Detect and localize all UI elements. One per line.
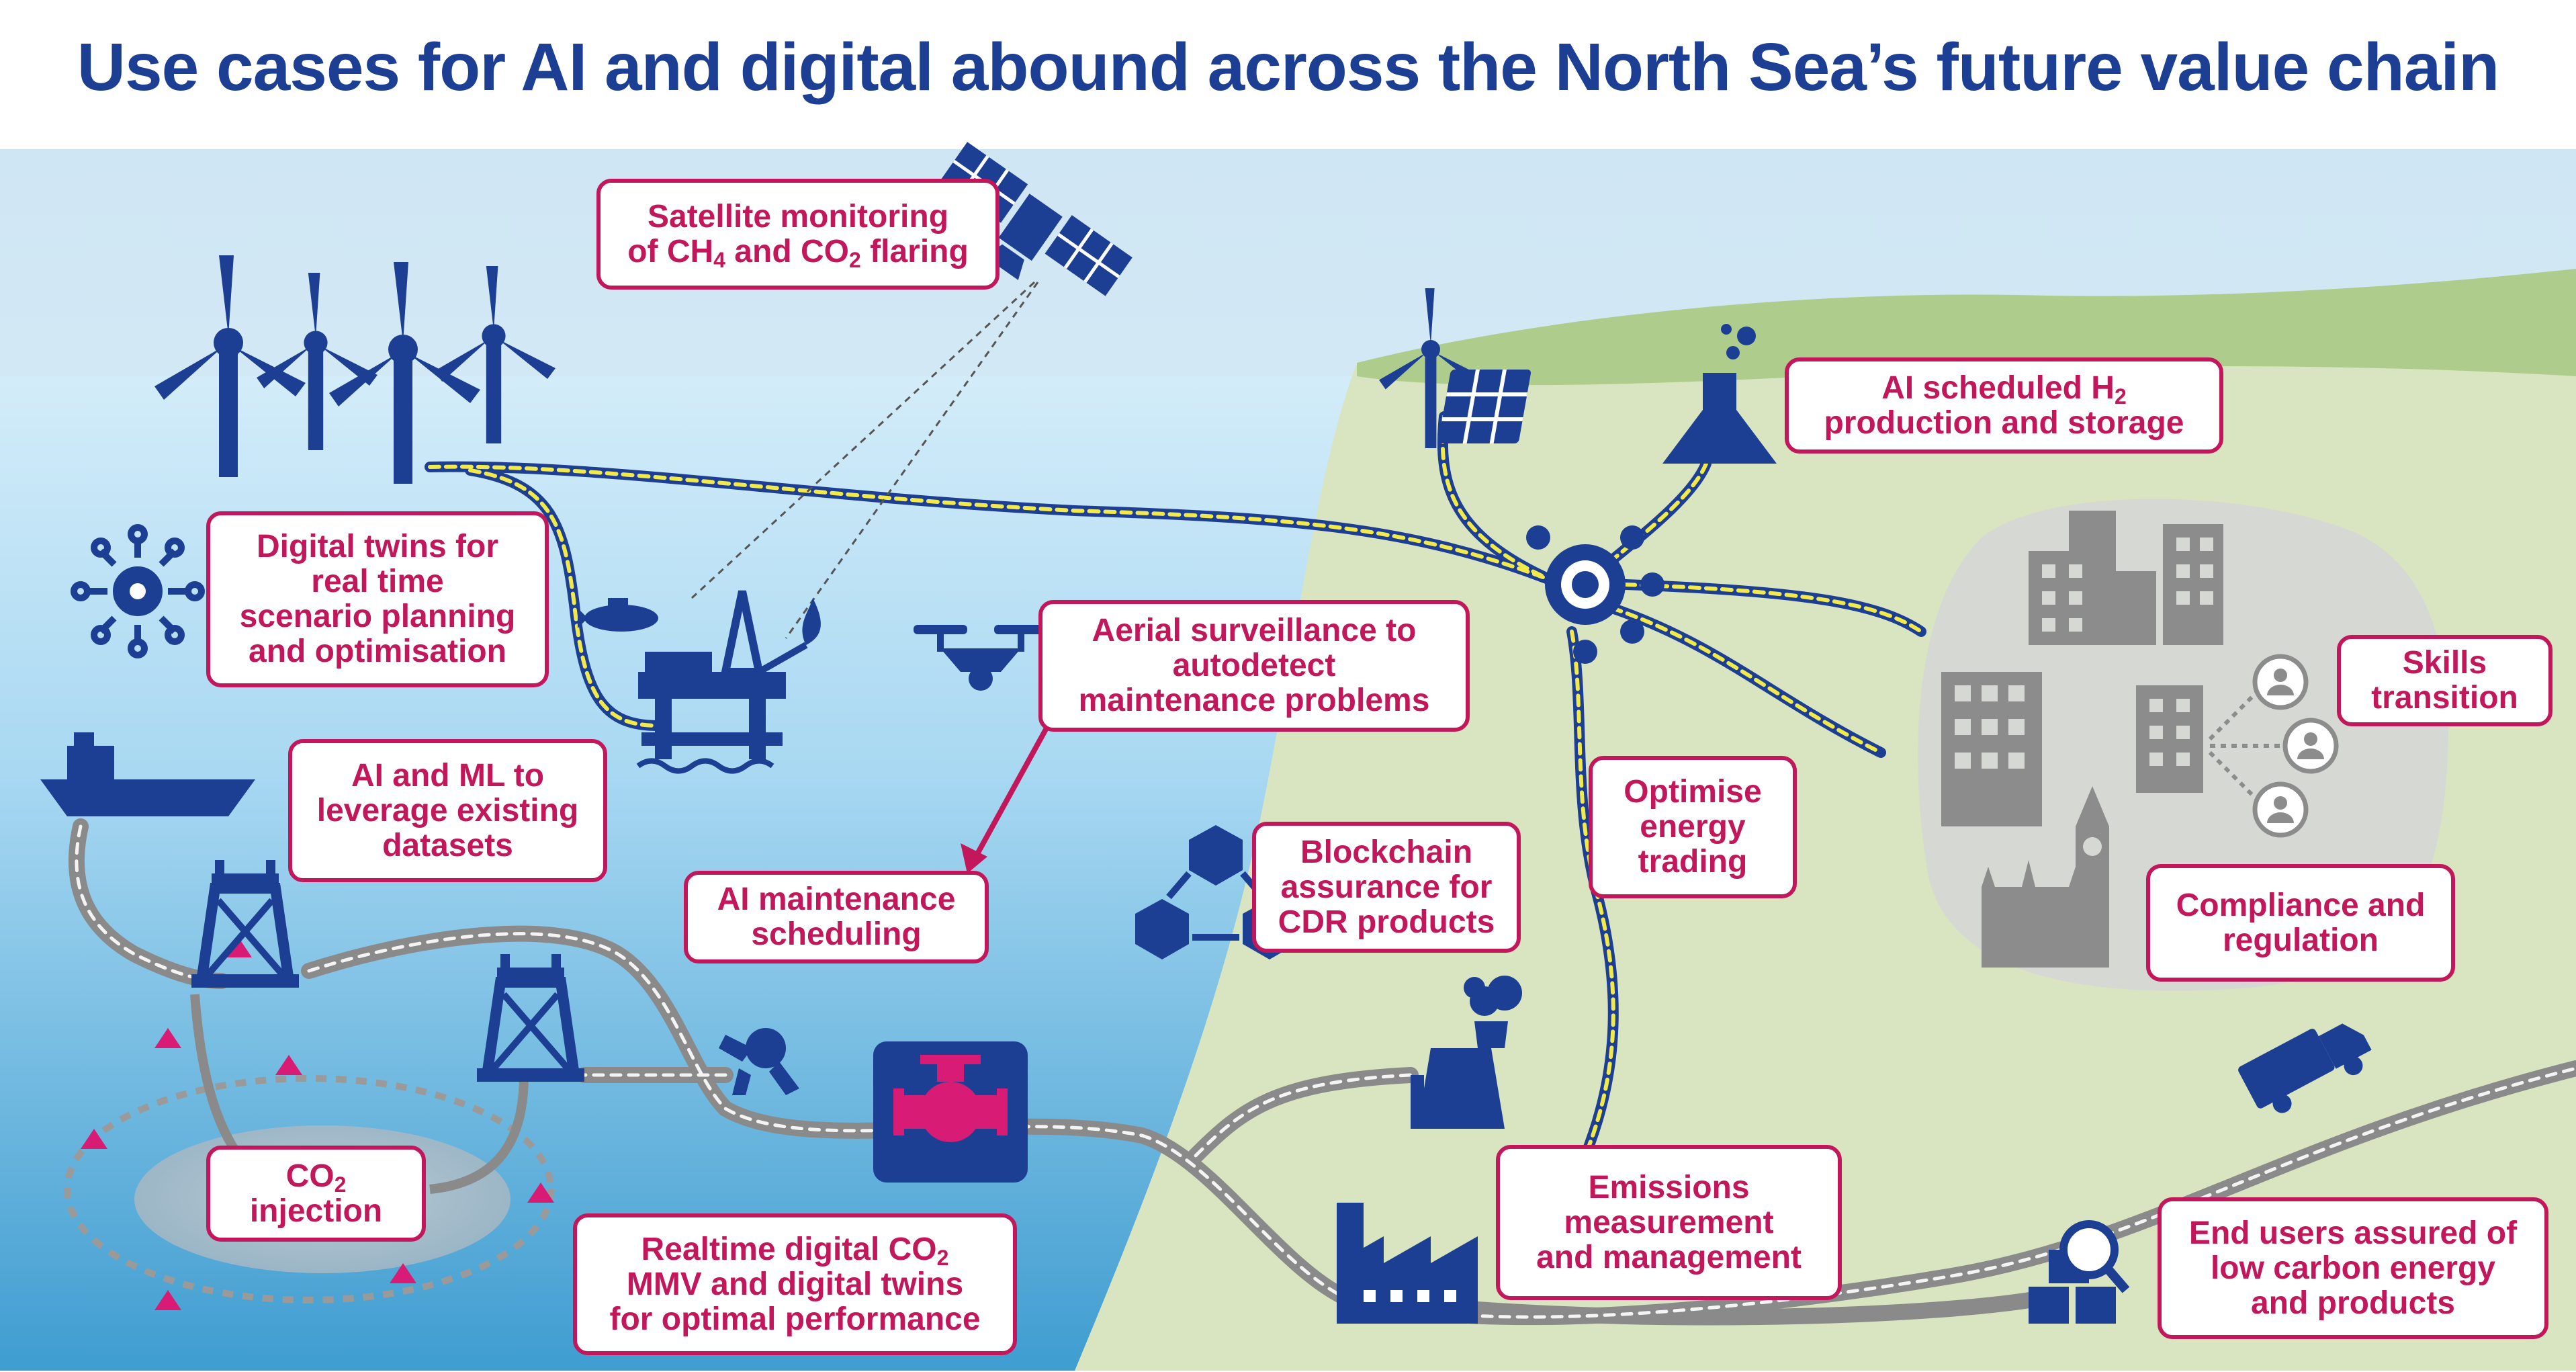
label-optimise-energy-trading: Optimise energy trading <box>1589 756 1797 898</box>
drone-icon <box>914 625 1048 691</box>
label-end-users-assured: End users assured of low carbon energy a… <box>2158 1197 2548 1339</box>
submarine-icon <box>578 598 658 632</box>
green-hill <box>1357 269 2576 386</box>
robot-arm-icon <box>719 1028 799 1095</box>
valve-icon <box>873 1041 1028 1183</box>
label-digital-twins: Digital twins for real time scenario pla… <box>206 511 549 687</box>
page-title: Use cases for AI and digital abound acro… <box>77 30 2499 105</box>
label-satellite-monitoring: Satellite monitoring of CH4 and CO2 flar… <box>596 179 1000 290</box>
chip-icon <box>71 524 205 658</box>
label-co2-injection: CO2 injection <box>206 1146 426 1242</box>
people-network-icon <box>2208 654 2339 838</box>
label-ai-maintenance-scheduling: AI maintenance scheduling <box>684 871 989 963</box>
power-plant-icon <box>1411 976 1522 1129</box>
label-aerial-surveillance: Aerial surveillance to autodetect mainte… <box>1038 600 1470 732</box>
wind-turbine-icon <box>154 255 556 484</box>
flask-icon <box>1662 324 1777 464</box>
injection-rig-icon <box>191 860 584 1082</box>
label-realtime-co2-mmv: Realtime digital CO2 MMV and digital twi… <box>573 1213 1017 1355</box>
ship-icon <box>40 732 255 816</box>
factory-icon <box>1337 1203 1478 1324</box>
onshore-wind-solar-icon <box>1379 288 1531 448</box>
label-h2-production: AI scheduled H2 production and storage <box>1785 357 2223 454</box>
seismic-markers <box>81 937 554 1310</box>
boxes-search-icon <box>2029 1220 2130 1324</box>
label-emissions-measurement: Emissions measurement and management <box>1496 1145 1842 1300</box>
label-ai-ml-datasets: AI and ML to leverage existing datasets <box>288 739 607 882</box>
hub-icon <box>1526 525 1664 664</box>
satellite-beams <box>691 281 1039 639</box>
parliament-icon <box>1982 786 2109 968</box>
oil-platform-icon <box>636 590 821 774</box>
truck-icon <box>2238 1023 2372 1113</box>
label-compliance-regulation: Compliance and regulation <box>2146 864 2455 982</box>
callout-arrow <box>961 724 1051 873</box>
label-skills-transition: Skills transition <box>2337 635 2552 726</box>
city-buildings-icon <box>1941 511 2223 826</box>
label-blockchain-cdr: Blockchain assurance for CDR products <box>1252 822 1521 953</box>
